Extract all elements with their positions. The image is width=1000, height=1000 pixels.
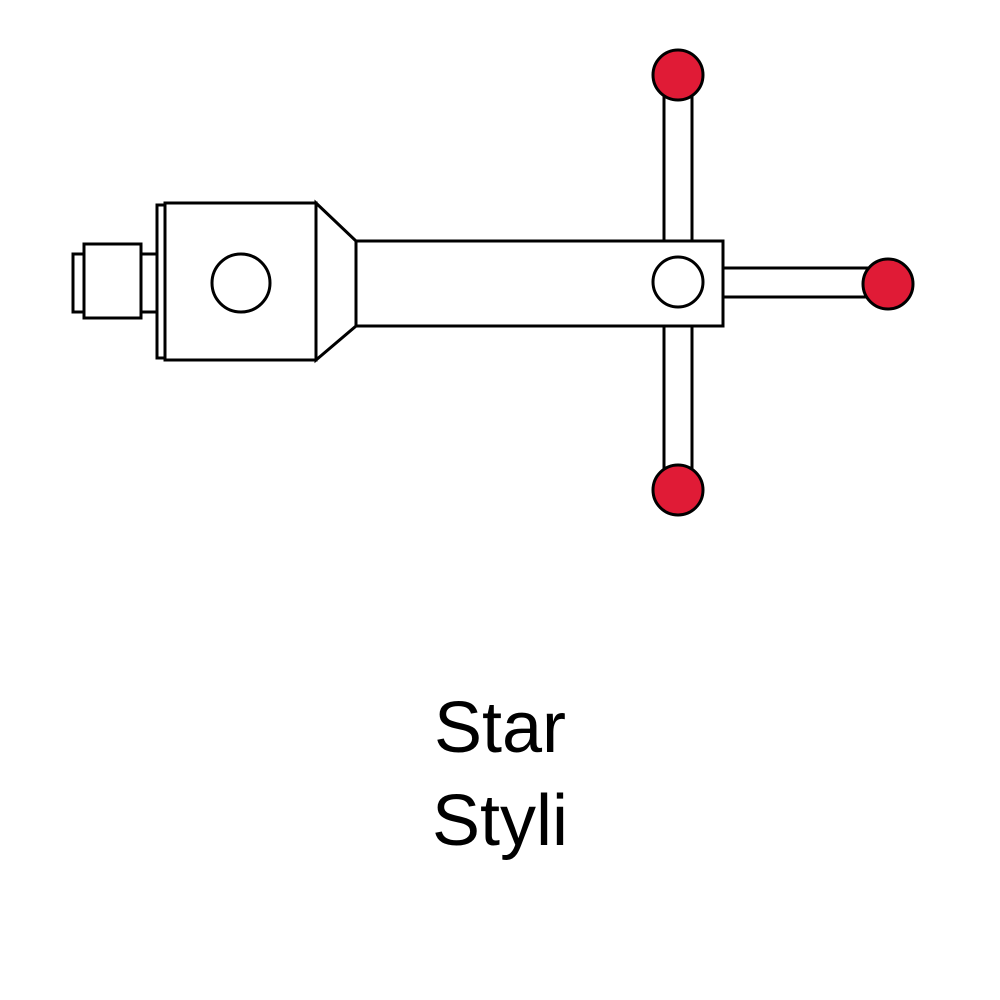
tip-ball-bottom — [651, 463, 705, 517]
tip-ball-top — [651, 48, 705, 102]
body-hole — [210, 252, 272, 314]
stem-top — [662, 93, 694, 243]
tip-ball-right — [861, 257, 915, 311]
stem-right — [721, 266, 870, 299]
stem-bottom — [662, 324, 694, 474]
caption-line-2: Styli — [431, 781, 569, 861]
cone — [314, 199, 358, 364]
center-hole — [651, 255, 705, 309]
caption-line-1: Star — [433, 688, 567, 768]
thread-inner — [82, 242, 143, 320]
